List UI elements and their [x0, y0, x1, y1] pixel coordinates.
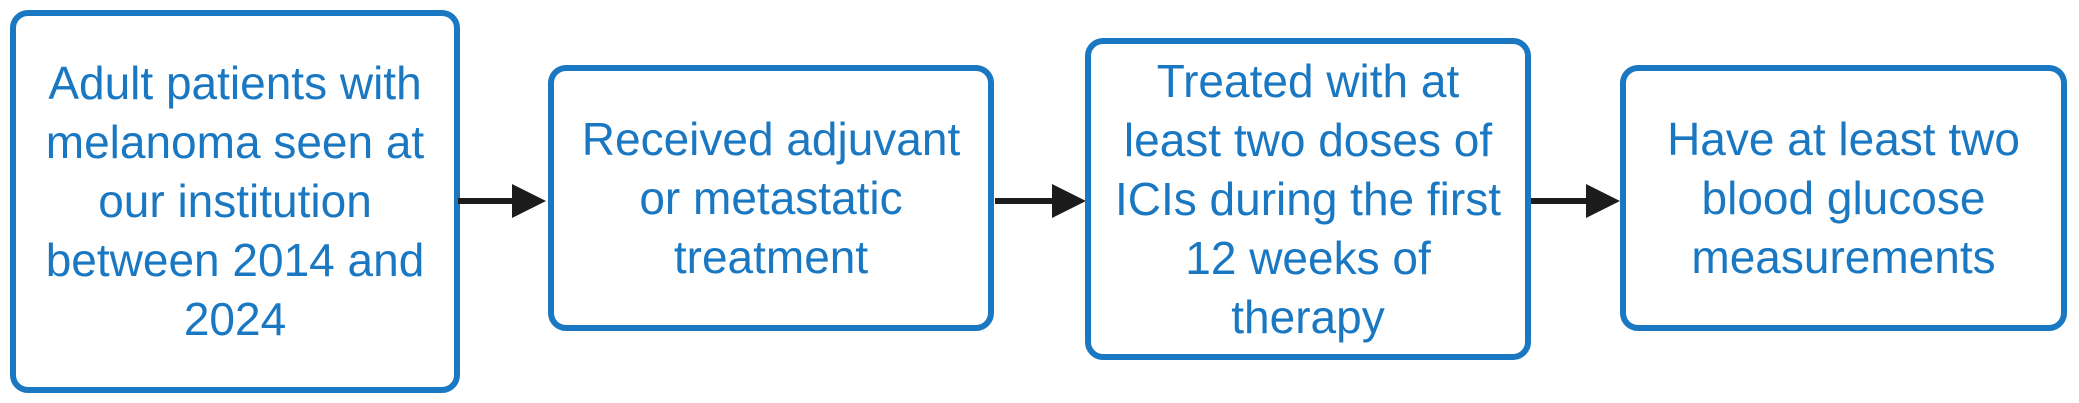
- arrow-2-to-3: [995, 184, 1086, 218]
- flow-step-4-label: Have at least two blood glucose measurem…: [1667, 112, 2020, 283]
- flow-step-1-label: Adult patients with melanoma seen at our…: [45, 57, 425, 345]
- flow-step-3: Treated with at least two doses of ICIs …: [1085, 38, 1531, 360]
- arrow-1-to-2: [458, 184, 546, 218]
- flow-step-4: Have at least two blood glucose measurem…: [1620, 65, 2067, 331]
- flow-step-3-label: Treated with at least two doses of ICIs …: [1114, 54, 1502, 343]
- flow-step-2: Received adjuvant or metastatic treatmen…: [548, 65, 994, 331]
- flow-step-2-label: Received adjuvant or metastatic treatmen…: [581, 112, 961, 283]
- arrow-3-to-4: [1531, 184, 1620, 218]
- flow-step-1: Adult patients with melanoma seen at our…: [10, 10, 460, 393]
